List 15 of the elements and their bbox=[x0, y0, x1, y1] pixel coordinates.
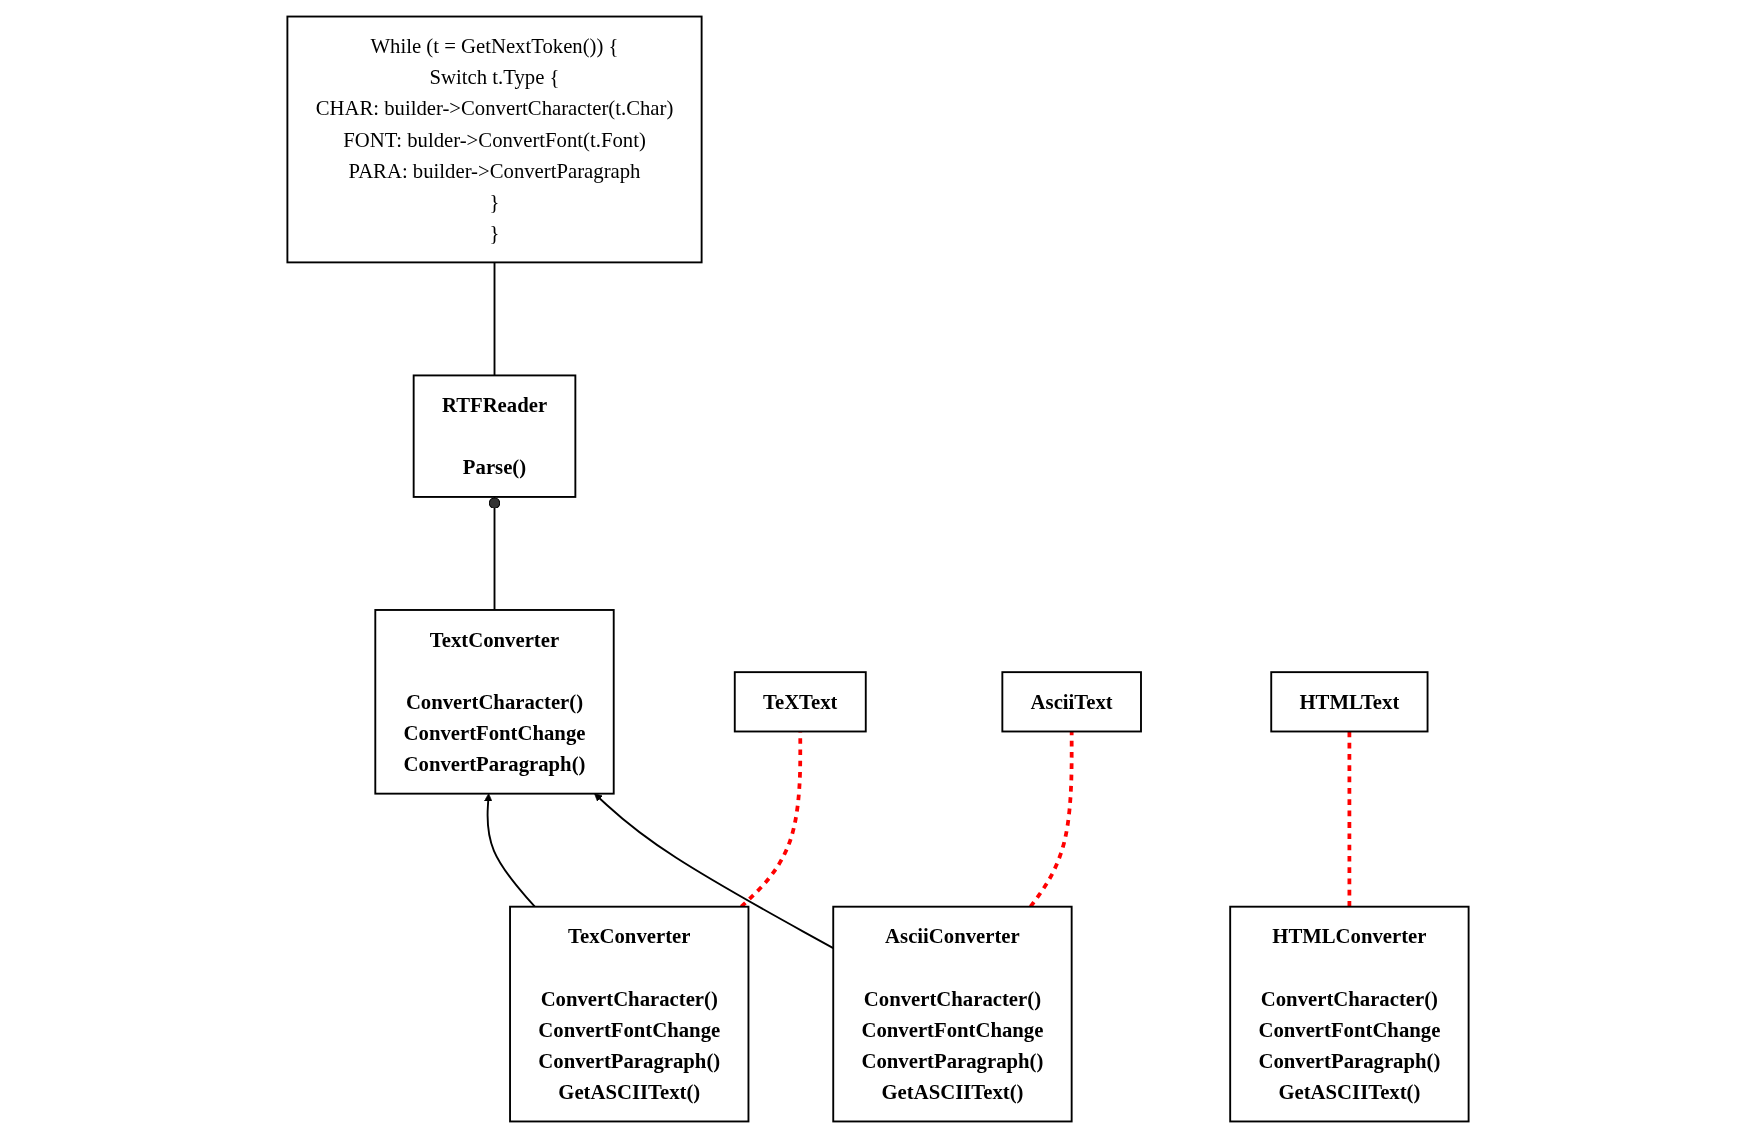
node-box: TextConverter ConvertCharacter() ConvertFontChange ConvertParagraph() bbox=[373, 608, 615, 795]
node-box: RTFReader Parse() bbox=[412, 374, 576, 498]
connector bbox=[493, 260, 495, 376]
arrow bbox=[483, 792, 536, 908]
connector bbox=[1347, 731, 1351, 907]
node-box: AsciiConverter ConvertCharacter() ConvertFontChange ConvertParagraph() GetASCIIText() bbox=[831, 905, 1073, 1122]
connector bbox=[488, 495, 500, 611]
connector bbox=[739, 731, 802, 908]
node-box: While (t = GetNextToken()) { Switch t.Type { CHAR: builder->ConvertCharacter(t.Char) FONT: bulder->ConvertFont(t.Font) PARA: builder->ConvertParagraph } } bbox=[285, 15, 703, 263]
node-box: TeXText bbox=[733, 670, 867, 732]
node-box: HTMLConverter ConvertCharacter() ConvertFontChange ConvertParagraph() GetASCIIText() bbox=[1228, 905, 1470, 1122]
node-box: AsciiText bbox=[1000, 670, 1142, 732]
node-box: HTMLText bbox=[1269, 670, 1428, 732]
connector bbox=[1028, 731, 1074, 908]
node-box: TexConverter ConvertCharacter() ConvertFontChange ConvertParagraph() GetASCIIText() bbox=[508, 905, 749, 1122]
